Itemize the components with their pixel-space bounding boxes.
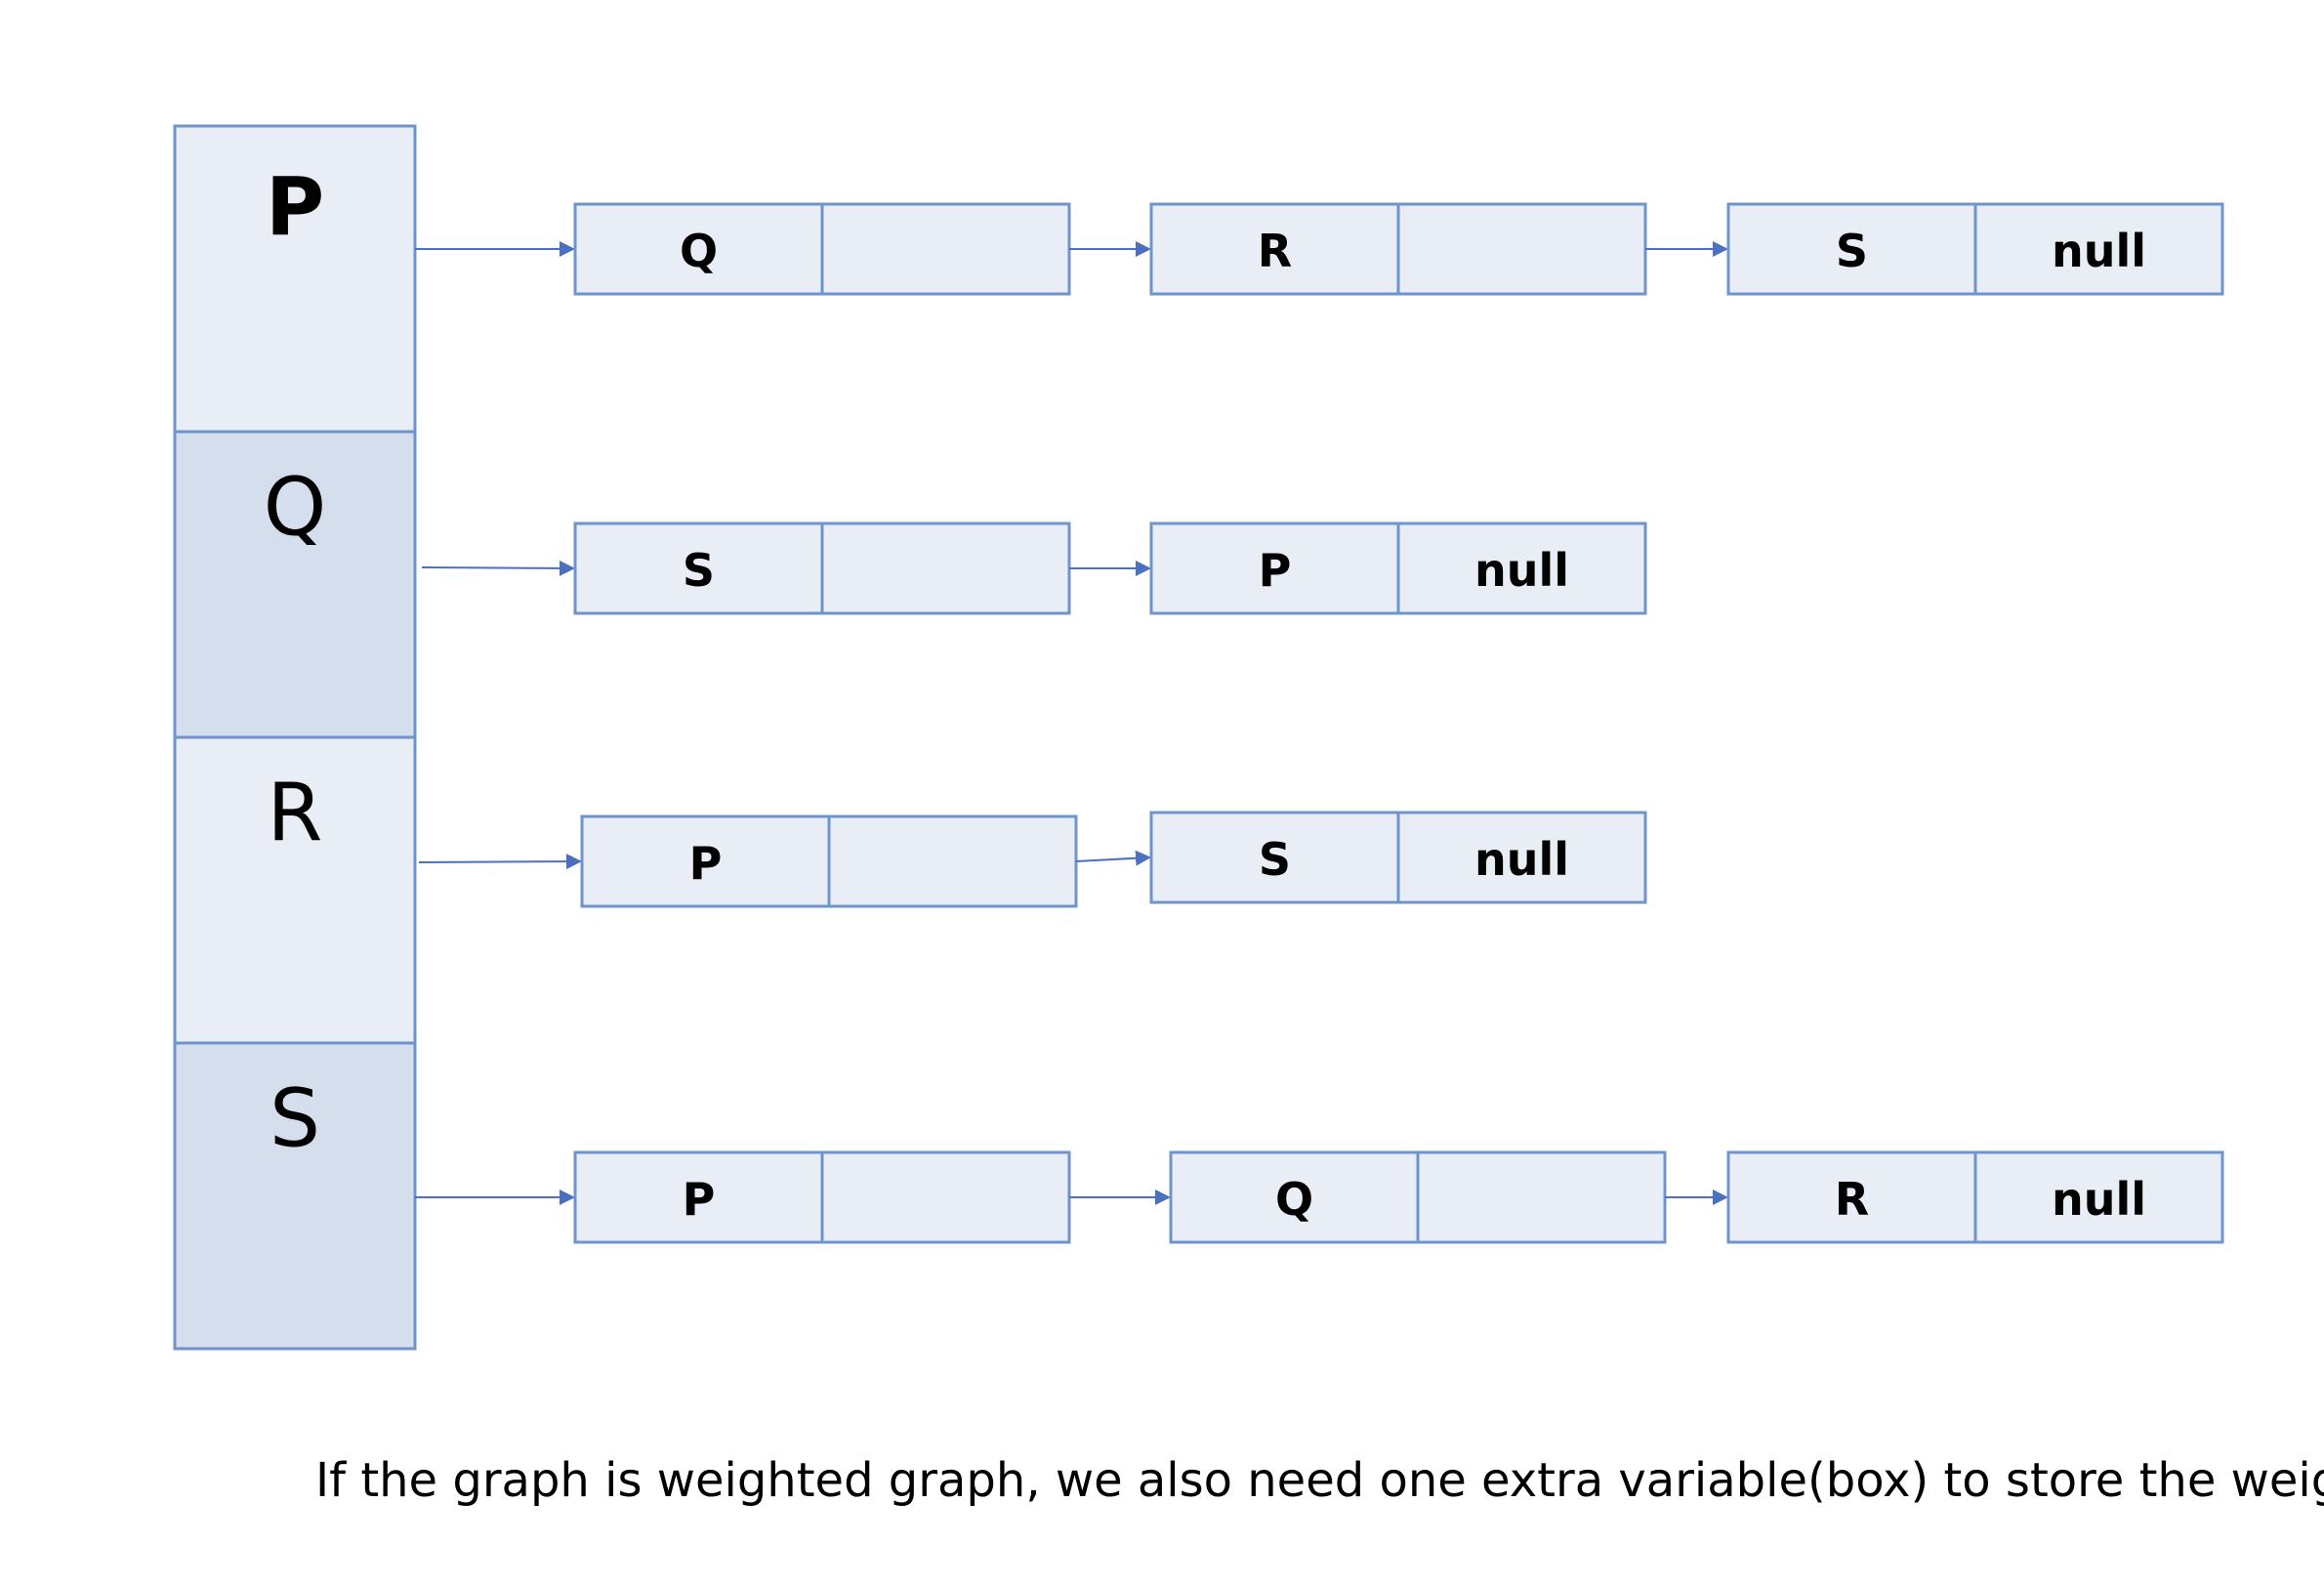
- vertex-cell-box: [173, 1041, 417, 1351]
- list-node: S: [573, 522, 1071, 615]
- list-node: R: [1149, 202, 1647, 296]
- next-pointer-arrow: [1075, 850, 1151, 866]
- pointer-arrow: [421, 560, 575, 576]
- vertex-label: S: [270, 1073, 320, 1166]
- node-value: P: [1259, 544, 1292, 597]
- node-value: S: [1836, 225, 1868, 277]
- list-node: P: [573, 1150, 1071, 1244]
- node-value: P: [689, 837, 723, 890]
- node-value: S: [1259, 833, 1291, 886]
- list-node: P: [580, 814, 1078, 908]
- vertex-label: R: [268, 768, 323, 860]
- list-node: Q: [1169, 1150, 1667, 1244]
- node-next: null: [2052, 225, 2146, 277]
- vertex-cell-s: S: [173, 1041, 417, 1351]
- vertex-cell-box: [173, 430, 417, 739]
- vertex-cell-box: [173, 124, 417, 434]
- node-next: null: [1474, 833, 1569, 886]
- node-next: null: [1474, 544, 1569, 597]
- caption: If the graph is weighted graph, we also …: [315, 1453, 2324, 1508]
- node-value: Q: [1275, 1173, 1313, 1226]
- vertex-cell-box: [173, 735, 417, 1045]
- node-value: Q: [680, 225, 718, 277]
- vertex-cell-p: P: [173, 124, 417, 434]
- node-value: R: [1835, 1173, 1869, 1226]
- list-node: Q: [573, 202, 1071, 296]
- vertex-cell-q: Q: [173, 430, 417, 739]
- vertex-array: P Q R S: [173, 124, 417, 1351]
- node-value: R: [1258, 225, 1292, 277]
- vertex-cell-r: R: [173, 735, 417, 1045]
- node-value: P: [683, 1173, 716, 1226]
- pointer-arrow: [418, 854, 582, 870]
- vertex-label: Q: [264, 462, 327, 555]
- node-next: null: [2052, 1173, 2146, 1226]
- vertex-label: P: [266, 162, 324, 255]
- node-value: S: [683, 544, 715, 597]
